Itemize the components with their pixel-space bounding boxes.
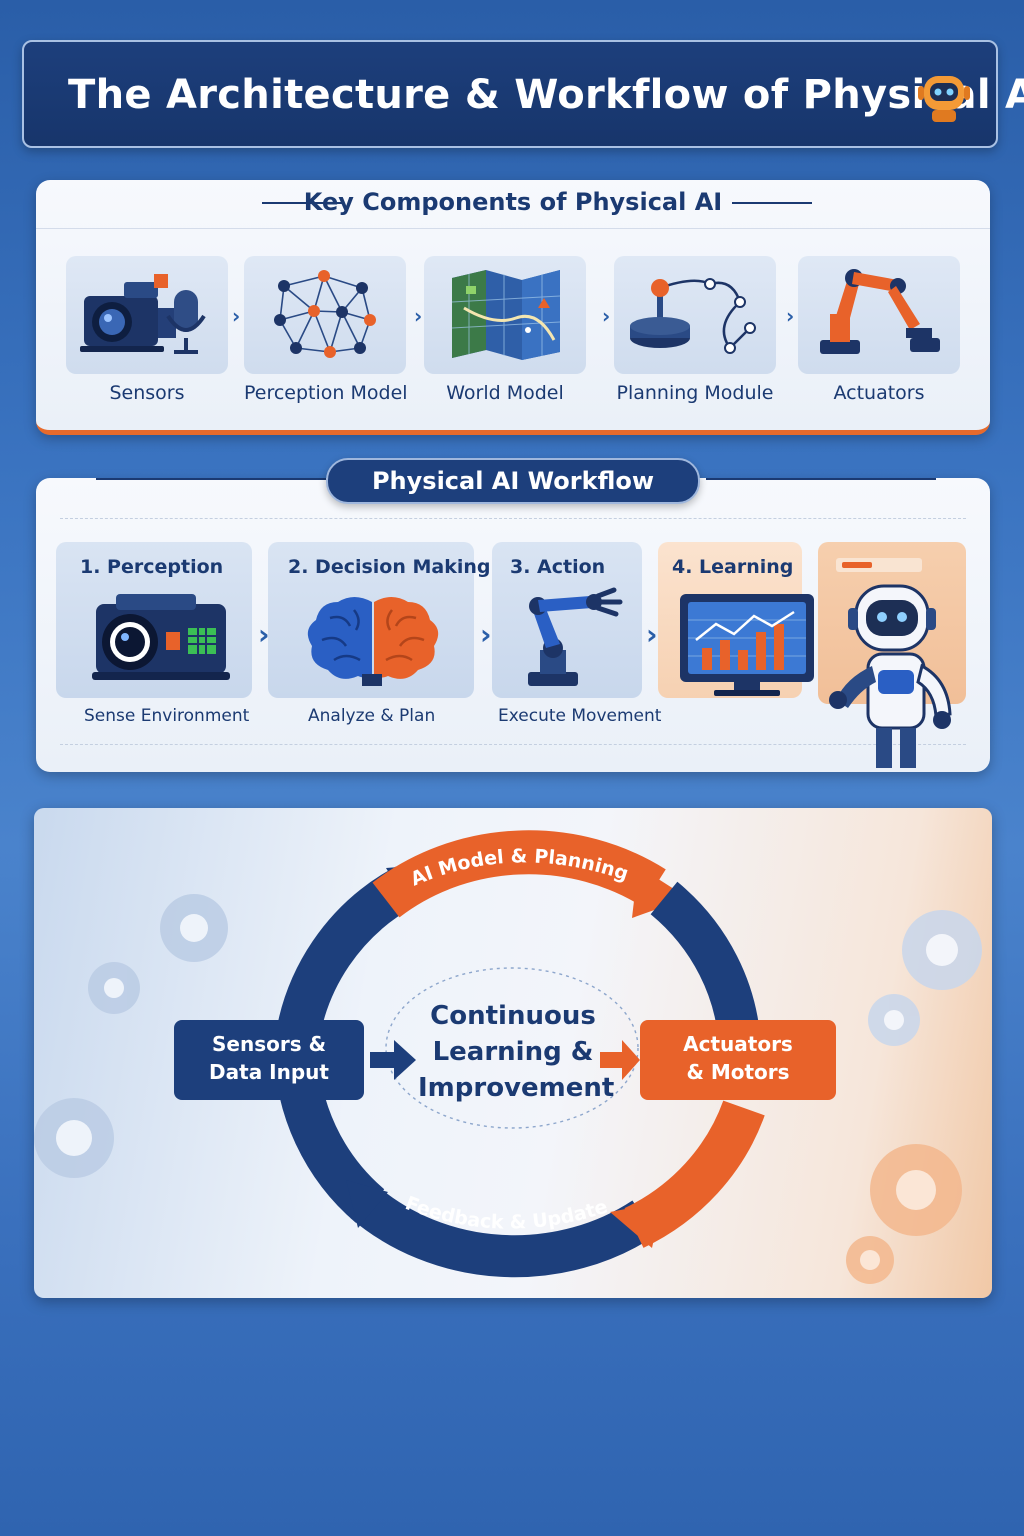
robot-arm-icon <box>528 587 623 686</box>
cycle-center-label: Continuous Learning & Improvement <box>418 1001 615 1103</box>
workflow-panel: 1. Perception Sense Environment › 2. Dec… <box>36 478 990 772</box>
title-bar: The Architecture & Workflow of Physical … <box>22 40 1024 148</box>
map-icon <box>451 270 561 360</box>
workflow-step-subtitle: Execute Movement <box>498 706 662 726</box>
arrow-right-icon <box>370 1040 416 1080</box>
component-label-planning: Planning Module <box>616 382 774 404</box>
component-label-actuators: Actuators <box>833 382 925 404</box>
actuators-box <box>640 1020 836 1100</box>
robot-icon <box>829 584 952 768</box>
key-components-panel: Key Components of Physical AI Sensors › <box>36 180 990 435</box>
workflow-step-perception: 1. Perception <box>56 542 252 698</box>
workflow-step-title: 1. Perception <box>80 556 224 578</box>
arrow-right-icon <box>600 1040 640 1080</box>
camera-icon <box>92 594 230 680</box>
key-components-header: Key Components of Physical AI <box>36 180 990 229</box>
component-label-world: World Model <box>446 382 564 404</box>
gear-icon <box>868 910 982 1046</box>
sensors-box <box>174 1020 364 1100</box>
workflow-step-title: 3. Action <box>510 556 606 578</box>
workflow-step-title: 2. Decision Making <box>288 556 491 578</box>
component-card-perception <box>244 256 406 374</box>
chevron-right-icon: › <box>786 304 795 328</box>
component-card-actuators <box>798 256 960 374</box>
path-joystick-icon <box>630 278 756 354</box>
workflow-step-title: 4. Learning <box>672 556 794 578</box>
chevron-right-icon: › <box>258 618 270 651</box>
component-label-sensors: Sensors <box>109 382 185 404</box>
workflow-step-decision: 2. Decision Making <box>268 542 491 698</box>
component-card-sensors <box>66 256 228 374</box>
actuators-box-label: Actuators & Motors <box>683 1032 793 1084</box>
chevron-right-icon: › <box>602 304 611 328</box>
monitor-chart-icon <box>680 594 814 696</box>
workflow-step-subtitle: Analyze & Plan <box>308 706 436 726</box>
tag-icon <box>836 558 922 572</box>
workflow-heading-pill: Physical AI Workflow <box>326 458 700 504</box>
robot-arm-icon <box>820 269 940 354</box>
workflow-step-action: 3. Action <box>492 542 642 698</box>
component-card-planning <box>614 256 776 374</box>
page-title: The Architecture & Workflow of Physical … <box>68 72 1024 118</box>
component-label-perception: Perception Model <box>244 382 408 404</box>
workflow-heading: Physical AI Workflow <box>371 467 655 495</box>
sensors-box-label: Sensors & Data Input <box>209 1032 329 1084</box>
chevron-right-icon: › <box>232 304 241 328</box>
robot-head-icon <box>918 76 970 122</box>
camera-microphone-icon <box>80 274 206 354</box>
chevron-right-icon: › <box>646 618 658 651</box>
chevron-right-icon: › <box>480 618 492 651</box>
brain-icon <box>307 597 439 686</box>
workflow-step-subtitle: Sense Environment <box>84 706 250 726</box>
cycle-diagram: AI Model & Planning Feedback & Update <box>34 830 982 1284</box>
chevron-right-icon: › <box>414 304 423 328</box>
key-components-title: Key Components of Physical AI <box>303 188 723 216</box>
cycle-panel: AI Model & Planning Feedback & Update Se… <box>34 808 992 1298</box>
neural-network-icon <box>274 270 376 358</box>
component-card-world <box>424 256 586 374</box>
